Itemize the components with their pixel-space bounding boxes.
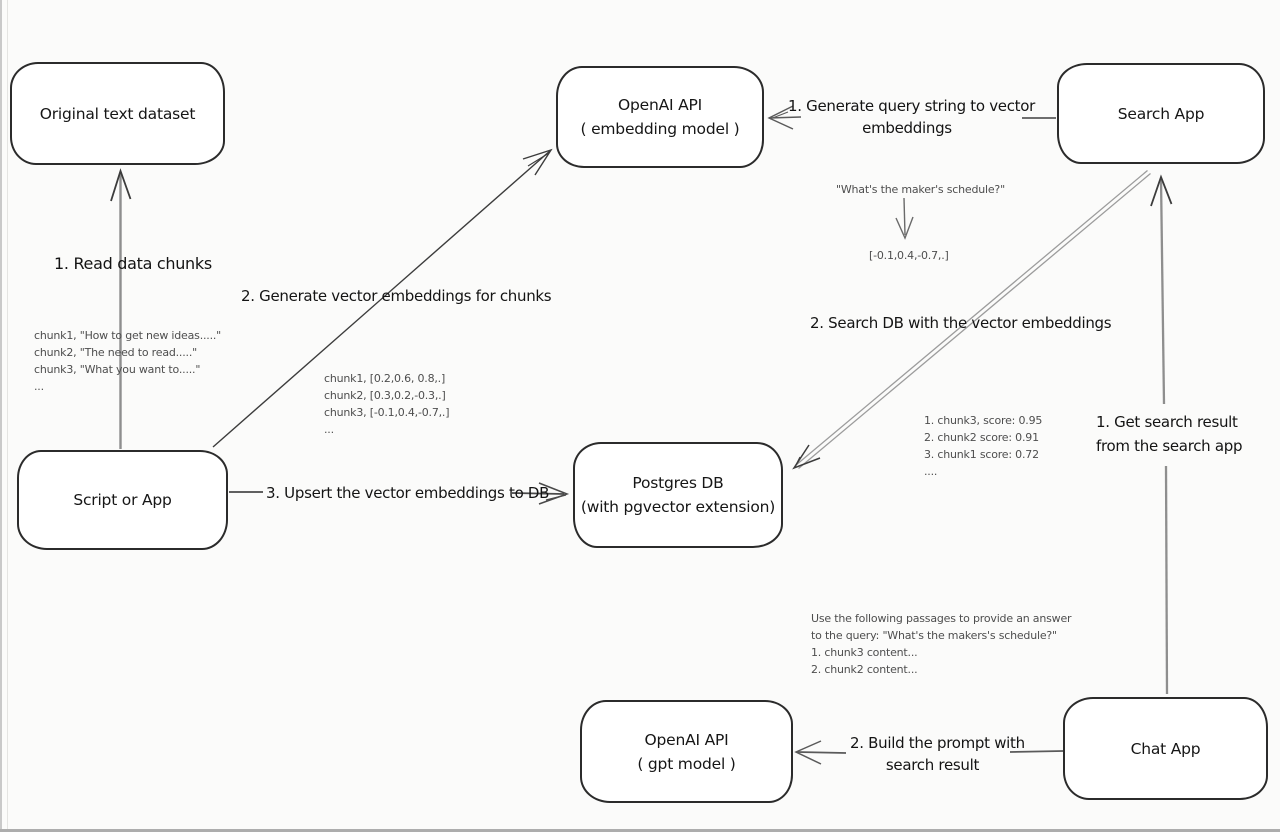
node-label: Postgres DB xyxy=(632,474,724,492)
label-line: search result xyxy=(885,756,980,774)
annotation-line: chunk2, [0.3,0.2,-0.3,.] xyxy=(324,389,446,402)
label-query-to-embeddings: 1. Generate query string to vector embed… xyxy=(788,95,1036,139)
annotation-query-string: "What's the maker's schedule?" xyxy=(836,183,1005,196)
annotation-prompt-text: Use the following passages to provide an… xyxy=(811,610,1072,678)
node-openai-gpt: OpenAI API ( gpt model ) xyxy=(580,700,793,803)
label-line: 1. Generate query string to vector xyxy=(788,97,1036,115)
annotation-line: ... xyxy=(324,423,334,436)
label-upsert-to-db: 3. Upsert the vector embeddings to DB xyxy=(266,484,550,502)
node-label: OpenAI API xyxy=(644,730,729,749)
label-line: 1. Get search result xyxy=(1096,413,1238,431)
annotation-line: chunk1, "How to get new ideas....." xyxy=(34,329,222,342)
label-line: 2. Build the prompt with xyxy=(850,734,1025,752)
annotation-line: 3. chunk1 score: 0.72 xyxy=(924,448,1039,461)
annotation-line: Use the following passages to provide an… xyxy=(811,612,1072,625)
node-postgres-db: Postgres DB (with pgvector extension) xyxy=(573,442,783,548)
annotation-line: 2. chunk2 score: 0.91 xyxy=(924,431,1039,444)
node-openai-embedding: OpenAI API ( embedding model ) xyxy=(556,66,764,168)
label-read-data-chunks: 1. Read data chunks xyxy=(54,254,212,273)
node-label: OpenAI API xyxy=(617,96,703,114)
node-original-text-dataset: Original text dataset xyxy=(10,62,225,165)
node-label: Script or App xyxy=(73,491,172,509)
node-script-or-app: Script or App xyxy=(17,450,228,550)
label-build-prompt: 2. Build the prompt with search result xyxy=(850,732,1025,776)
frame-edge-bottom xyxy=(0,829,1280,832)
annotation-chunk-vectors: chunk1, [0.2,0.6, 0.8,.] chunk2, [0.3,0.… xyxy=(324,370,450,438)
label-search-db: 2. Search DB with the vector embeddings xyxy=(810,314,1112,332)
node-search-app: Search App xyxy=(1057,63,1265,164)
label-generate-embeddings: 2. Generate vector embeddings for chunks xyxy=(241,287,552,305)
label-get-search-result: 1. Get search result from the search app xyxy=(1096,410,1243,458)
node-label: Search App xyxy=(1117,104,1205,123)
label-line: embeddings xyxy=(862,119,952,137)
annotation-chunk-texts: chunk1, "How to get new ideas....." chun… xyxy=(34,327,221,395)
label-line: from the search app xyxy=(1096,437,1243,455)
node-sublabel: (with pgvector extension) xyxy=(580,498,776,516)
node-chat-app: Chat App xyxy=(1063,697,1268,800)
annotation-query-vector: [-0.1,0.4,-0.7,.] xyxy=(869,249,949,262)
annotation-line: chunk3, [-0.1,0.4,-0.7,.] xyxy=(324,406,450,419)
node-label: Original text dataset xyxy=(39,104,196,123)
node-sublabel: ( embedding model ) xyxy=(580,120,740,138)
annotation-line: 2. chunk2 content... xyxy=(811,663,918,676)
annotation-line: chunk3, "What you want to....." xyxy=(34,363,201,376)
annotation-line: .... xyxy=(924,465,938,478)
node-label: Chat App xyxy=(1130,739,1201,758)
annotation-line: chunk1, [0.2,0.6, 0.8,.] xyxy=(324,372,446,385)
annotation-line: 1. chunk3, score: 0.95 xyxy=(924,414,1043,427)
annotation-line: to the query: "What's the makers's sched… xyxy=(811,629,1057,642)
annotation-line: chunk2, "The need to read....." xyxy=(34,346,197,359)
annotation-line: 1. chunk3 content... xyxy=(811,646,918,659)
frame-edge-inner-left xyxy=(7,0,8,832)
annotation-search-scores: 1. chunk3, score: 0.95 2. chunk2 score: … xyxy=(924,412,1042,480)
arrow-read-data-chunks xyxy=(110,168,132,449)
arrow-query-string-to-vector xyxy=(895,197,914,240)
annotation-line: ... xyxy=(34,380,44,393)
node-sublabel: ( gpt model ) xyxy=(637,754,736,773)
frame-edge-left xyxy=(0,0,2,832)
